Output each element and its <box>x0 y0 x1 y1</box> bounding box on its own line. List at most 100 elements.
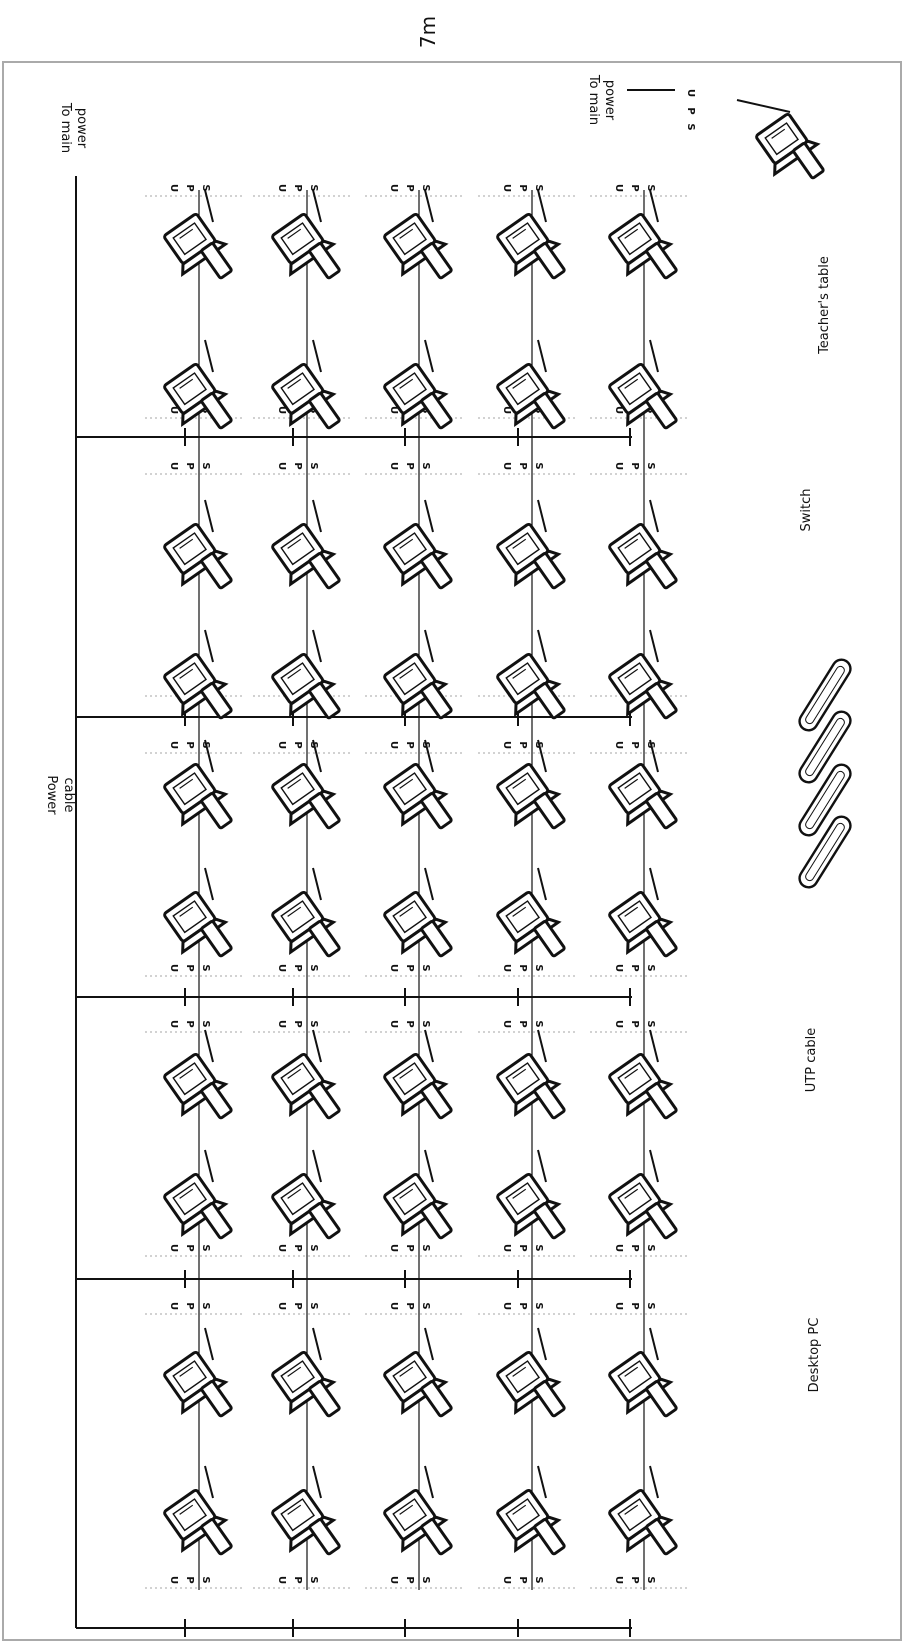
pc-power-lead <box>537 1029 547 1063</box>
ups-letter-s: S <box>200 964 211 971</box>
network-switch-icon <box>798 710 852 784</box>
pc-power-lead <box>312 739 322 773</box>
ups-letter-p: P <box>292 1244 303 1251</box>
desktop-pc-icon <box>265 1484 342 1557</box>
pc-power-lead <box>537 189 547 223</box>
desktop-pc-icon <box>157 1168 234 1241</box>
pc-power-lead <box>649 867 659 901</box>
ups-letter-s: S <box>200 462 211 469</box>
desktop-pc-icon <box>265 648 342 721</box>
ups-letter-u: U <box>276 462 287 470</box>
ups-letter-u: U <box>613 964 624 972</box>
pc-power-lead <box>537 339 547 373</box>
pc-power-lead <box>649 1465 659 1499</box>
desktop-pc-icon <box>490 1048 567 1121</box>
ups-letter-s: S <box>308 1302 319 1309</box>
ups-letter-s: S <box>308 964 319 971</box>
ups-letter-s: S <box>420 1576 431 1583</box>
ups-letter-s: S <box>308 184 319 191</box>
pc-power-lead <box>204 1465 214 1499</box>
ups-letter-u: U <box>501 1020 512 1028</box>
ups-letter-p: P <box>292 1576 303 1583</box>
teacher-ups-letter-s: S <box>685 123 696 130</box>
ups-letter-p: P <box>292 1302 303 1309</box>
ups-letter-u: U <box>501 1576 512 1584</box>
ups-letter-u: U <box>276 184 287 192</box>
desktop-pc-icon <box>157 208 234 281</box>
ups-letter-s: S <box>200 1244 211 1251</box>
ups-letter-u: U <box>168 1302 179 1310</box>
desktop-pc-icon <box>490 1484 567 1557</box>
ups-letter-p: P <box>292 462 303 469</box>
pc-power-lead <box>649 629 659 663</box>
ups-letter-p: P <box>629 462 640 469</box>
ups-letter-p: P <box>517 741 528 748</box>
ups-letter-p: P <box>184 1576 195 1583</box>
ups-letter-u: U <box>276 406 287 414</box>
to-main-power-label-2: power <box>74 108 89 149</box>
ups-letter-u: U <box>501 184 512 192</box>
ups-letter-s: S <box>200 1576 211 1583</box>
ups-letter-s: S <box>200 1302 211 1309</box>
pc-power-lead <box>424 499 434 533</box>
pc-power-lead <box>204 189 214 223</box>
ups-letter-p: P <box>404 1020 415 1027</box>
ups-letter-p: P <box>517 462 528 469</box>
ups-letter-s: S <box>420 184 431 191</box>
desktop-pc-icon <box>490 518 567 591</box>
ups-letter-u: U <box>613 1302 624 1310</box>
ups-letter-u: U <box>613 1576 624 1584</box>
desktop-pc-icon <box>377 1346 454 1419</box>
ups-letter-p: P <box>629 184 640 191</box>
ups-letter-s: S <box>420 1302 431 1309</box>
pc-power-lead <box>312 499 322 533</box>
ups-letter-s: S <box>308 1244 319 1251</box>
ups-letter-s: S <box>420 964 431 971</box>
pc-power-lead <box>649 739 659 773</box>
ups-letter-p: P <box>184 1020 195 1027</box>
switch-group <box>798 658 852 889</box>
ups-letter-u: U <box>276 1244 287 1252</box>
ups-letter-u: U <box>501 1244 512 1252</box>
ups-letter-u: U <box>168 964 179 972</box>
ups-letter-u: U <box>613 184 624 192</box>
pc-power-lead <box>424 1465 434 1499</box>
ups-letter-p: P <box>292 1020 303 1027</box>
pc-power-lead <box>649 1149 659 1183</box>
desktop-pc-icon <box>377 648 454 721</box>
ups-letter-s: S <box>533 1576 544 1583</box>
pc-power-lead <box>424 867 434 901</box>
ups-letter-p: P <box>184 964 195 971</box>
pc-power-lead <box>204 339 214 373</box>
ups-letter-u: U <box>276 1020 287 1028</box>
desktop-pc-icon <box>157 1346 234 1419</box>
desktop-pc-icon <box>157 1484 234 1557</box>
pc-power-lead <box>424 1029 434 1063</box>
desktop-pc-icon <box>377 1048 454 1121</box>
ups-letter-u: U <box>388 184 399 192</box>
ups-letter-s: S <box>200 184 211 191</box>
desktop-pc-icon <box>602 1484 679 1557</box>
teacher-ups-letter-u: U <box>685 89 696 97</box>
scale-label: 7m <box>416 16 440 48</box>
ups-letter-u: U <box>388 1576 399 1584</box>
desktop-pc-icon <box>377 518 454 591</box>
pc-power-lead <box>537 739 547 773</box>
ups-letter-u: U <box>276 1576 287 1584</box>
ups-letter-p: P <box>184 1302 195 1309</box>
desktop-pc-icon <box>265 518 342 591</box>
pc-power-lead <box>312 867 322 901</box>
ups-letter-p: P <box>404 1302 415 1309</box>
